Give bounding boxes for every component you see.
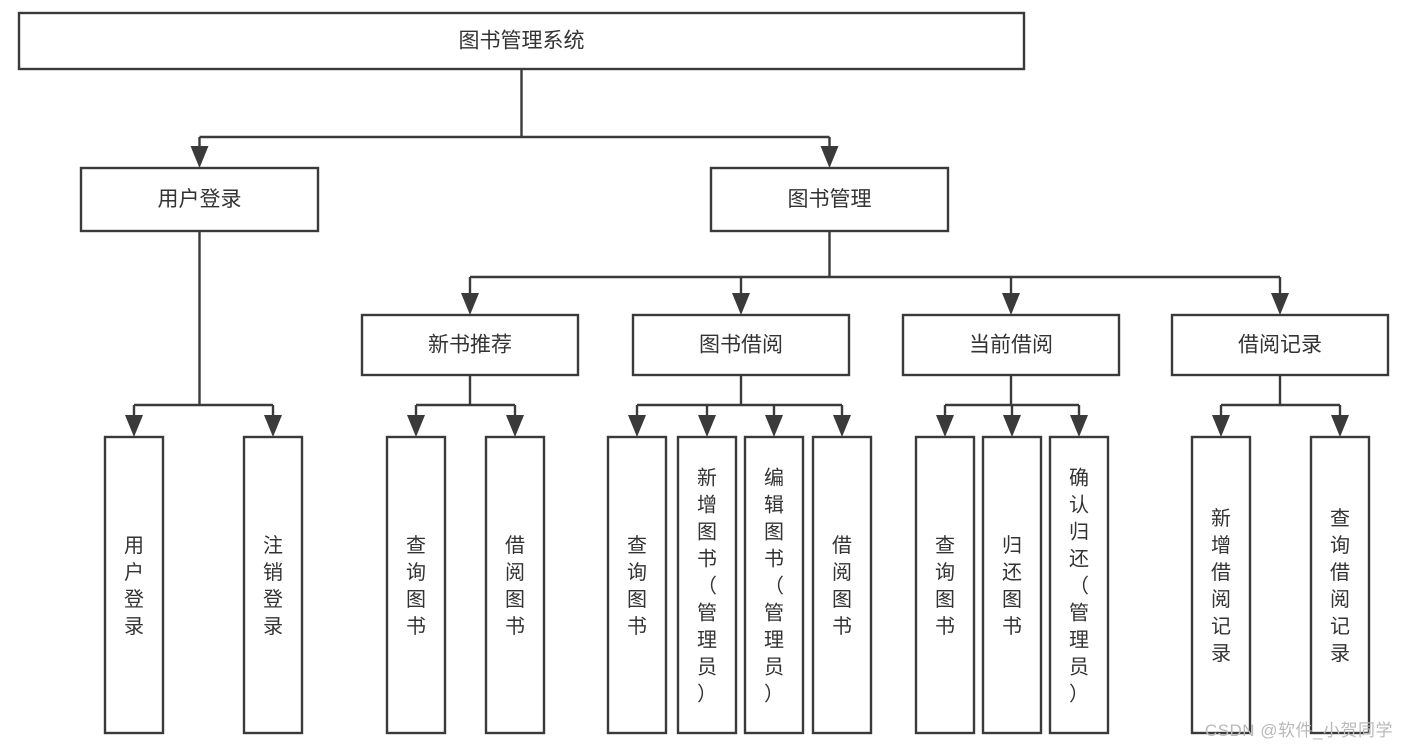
node-leaf-borrow-book-2[interactable]: 借阅图书 [811,435,873,735]
arrow-head-icon [1212,415,1230,437]
arrow-head-icon [628,415,646,437]
arrow-head-icon [1003,415,1021,437]
node-leaf-query-book-3[interactable]: 查询图书 [914,435,976,735]
node-leaf-add-book[interactable]: 新增图书（管理员） [676,435,738,735]
node-label-leaf-user-login: 用户登录 [124,535,144,638]
arrow-head-icon [1271,293,1289,315]
node-label-leaf-borrow-book-1: 借阅图书 [505,534,525,638]
node-box-leaf-user-logout [242,435,304,735]
arrow-head-icon [125,415,143,437]
node-new-book-rec[interactable]: 新书推荐 [360,313,580,377]
node-leaf-query-book-1[interactable]: 查询图书 [385,435,447,735]
node-leaf-edit-book[interactable]: 编辑图书（管理员） [743,435,805,735]
arrow-head-icon [765,415,783,437]
node-box-leaf-confirm-return [1048,435,1110,735]
node-box-leaf-edit-book [743,435,805,735]
node-box-leaf-add-book [676,435,738,735]
node-current-borrow[interactable]: 当前借阅 [901,313,1121,377]
arrow-head-icon [506,415,524,437]
node-label-current-borrow: 当前借阅 [969,334,1053,357]
node-label-book-borrow: 图书借阅 [699,334,783,357]
node-label-leaf-user-logout: 注销登录 [263,534,283,638]
node-box-new-book-rec [360,313,580,377]
edge-group-root [190,69,839,168]
arrow-head-icon [407,415,425,437]
arrow-head-icon [264,415,282,437]
arrow-head-icon [833,415,851,437]
node-user-login[interactable]: 用户登录 [79,166,320,233]
node-borrow-record[interactable]: 借阅记录 [1170,313,1390,377]
node-box-leaf-borrow-book-2 [811,435,873,735]
node-box-root [17,11,1026,71]
node-box-book-borrow [631,313,851,377]
node-book-borrow[interactable]: 图书借阅 [631,313,851,377]
node-label-leaf-query-book-3: 查询图书 [935,534,955,638]
connectors-layer [125,69,1349,437]
edge-group-new-book-rec [407,375,524,437]
arrow-head-icon [1070,415,1088,437]
node-label-book-manage: 图书管理 [788,188,872,211]
node-leaf-return-book[interactable]: 归还图书 [981,435,1043,735]
nodes-layer: 图书管理系统用户登录图书管理新书推荐图书借阅当前借阅借阅记录用户登录注销登录查询… [17,11,1390,735]
node-label-user-login: 用户登录 [158,188,242,211]
node-box-current-borrow [901,313,1121,377]
node-label-borrow-record: 借阅记录 [1238,334,1322,357]
node-label-leaf-query-record: 查询借阅记录 [1330,507,1350,665]
arrow-head-icon [820,146,839,168]
node-label-new-book-rec: 新书推荐 [428,334,512,357]
node-box-leaf-add-record [1190,435,1252,735]
arrow-head-icon [698,415,716,437]
node-leaf-query-record[interactable]: 查询借阅记录 [1309,435,1371,735]
node-label-leaf-add-book: 新增图书（管理员） [697,467,717,706]
node-leaf-query-book-2[interactable]: 查询图书 [606,435,668,735]
node-leaf-add-record[interactable]: 新增借阅记录 [1190,435,1252,735]
csdn-watermark: CSDN @软件_小贺同学 [1204,721,1393,740]
node-label-leaf-add-record: 新增借阅记录 [1211,507,1231,665]
node-box-leaf-user-login [103,435,165,735]
edge-group-book-borrow [628,375,851,437]
arrow-head-icon [1002,293,1020,315]
node-label-leaf-edit-book: 编辑图书（管理员） [764,467,784,706]
node-box-leaf-query-book-2 [606,435,668,735]
node-box-leaf-return-book [981,435,1043,735]
node-label-leaf-borrow-book-2: 借阅图书 [832,534,852,638]
edge-group-borrow-record [1212,375,1349,437]
node-label-leaf-query-book-1: 查询图书 [406,534,426,638]
node-box-leaf-query-record [1309,435,1371,735]
node-label-leaf-return-book: 归还图书 [1002,534,1022,638]
node-box-leaf-query-book-1 [385,435,447,735]
arrow-head-icon [732,293,750,315]
node-box-borrow-record [1170,313,1390,377]
arrow-head-icon [461,293,479,315]
node-box-leaf-query-book-3 [914,435,976,735]
node-root[interactable]: 图书管理系统 [17,11,1026,71]
edge-group-user-login [125,231,282,437]
node-box-user-login [79,166,320,233]
arrow-head-icon [190,146,209,168]
node-box-leaf-borrow-book-1 [484,435,546,735]
edge-group-current-borrow [936,375,1088,437]
arrow-head-icon [936,415,954,437]
arrow-head-icon [1331,415,1349,437]
node-leaf-user-login[interactable]: 用户登录 [103,435,165,735]
edge-group-book-manage [461,231,1289,315]
node-leaf-user-logout[interactable]: 注销登录 [242,435,304,735]
node-leaf-confirm-return[interactable]: 确认归还（管理员） [1048,435,1110,735]
node-box-book-manage [709,166,950,233]
node-leaf-borrow-book-1[interactable]: 借阅图书 [484,435,546,735]
node-label-leaf-query-book-2: 查询图书 [627,534,647,638]
node-book-manage[interactable]: 图书管理 [709,166,950,233]
node-label-leaf-confirm-return: 确认归还（管理员） [1069,467,1089,706]
node-label-root: 图书管理系统 [459,30,585,53]
